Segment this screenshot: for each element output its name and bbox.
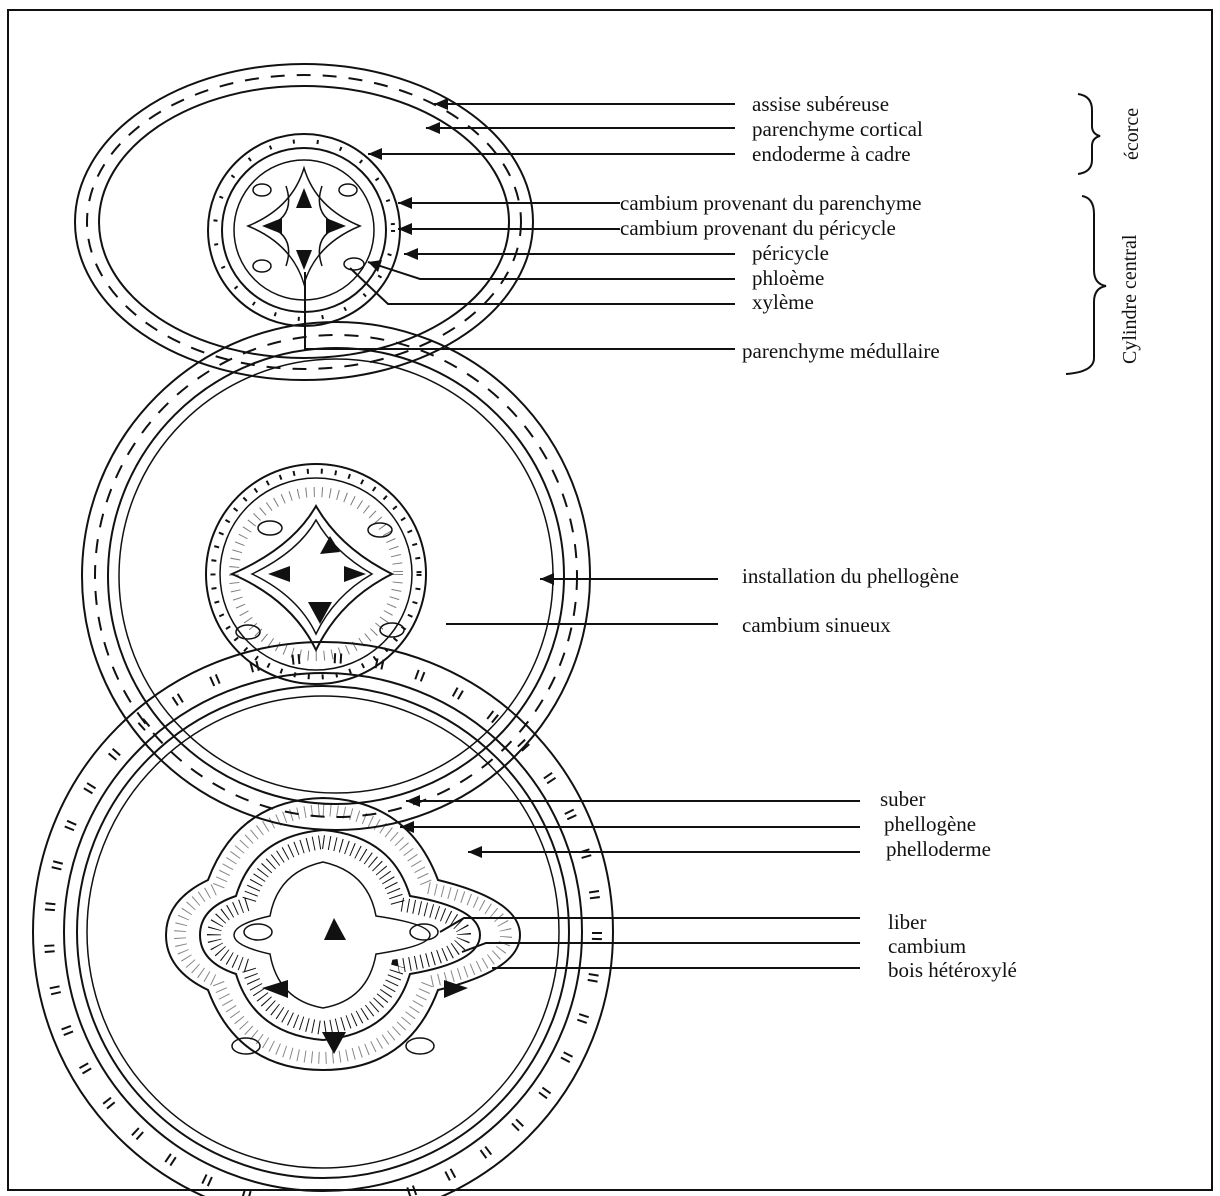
label-liber: liber (888, 910, 927, 934)
stage1-suber-dashes (86, 74, 522, 370)
stage1-phloem-bundle (343, 257, 365, 271)
stage3-liber-stipple (173, 803, 513, 1065)
label-cambium-sinueux: cambium sinueux (742, 613, 891, 637)
brace-ecorce (1077, 93, 1101, 175)
label-phellogene: phellogène (884, 812, 977, 836)
group-label-ecorce: écorce (1121, 107, 1143, 160)
stage1-xylem-pole-right (326, 218, 346, 234)
label-cambium-pericycle: cambium provenant du péricycle (620, 216, 896, 240)
label-parenchyme-medullaire: parenchyme médullaire (742, 339, 940, 363)
label-suber: suber (880, 787, 926, 811)
stage2-pericycle-ticks (210, 468, 422, 680)
stage1-section (74, 63, 1107, 381)
label-installation-phellogene: installation du phellogène (742, 564, 959, 588)
stage3-liber (164, 796, 522, 1072)
group-label-cylindre-central: Cylindre central (1119, 234, 1141, 364)
stage2-stipple (229, 487, 403, 661)
label-xyleme: xylème (752, 290, 814, 314)
stage2-section (81, 321, 718, 831)
stage3-suber-marks (44, 653, 602, 1196)
label-phelloderme: phelloderme (886, 837, 991, 861)
stage1-xylem-pole-left (262, 218, 282, 234)
label-cambium-parenchyme: cambium provenant du parenchyme (620, 191, 922, 215)
label-endoderme-a-cadre: endoderme à cadre (752, 142, 911, 166)
label-phloeme: phloème (752, 266, 825, 290)
label-cambium: cambium (888, 934, 967, 958)
stage1-xylem-pole-top (296, 188, 312, 208)
stage3-section (32, 641, 860, 1196)
stage1-xylem-pole-bottom (296, 250, 312, 270)
label-bois-heteroxyle: bois hétéroxylé (888, 958, 1017, 982)
brace-cylindre-central (1065, 195, 1107, 375)
stage2-outer-dashes (94, 334, 578, 818)
label-pericycle: péricycle (752, 241, 829, 265)
label-assise-subereuse: assise subéreuse (752, 92, 890, 116)
stage1-endoderm-dots (213, 139, 395, 321)
label-parenchyme-cortical: parenchyme cortical (752, 117, 923, 141)
figure-frame (7, 9, 1213, 1191)
stage2-sinuous-cambium (229, 503, 395, 653)
